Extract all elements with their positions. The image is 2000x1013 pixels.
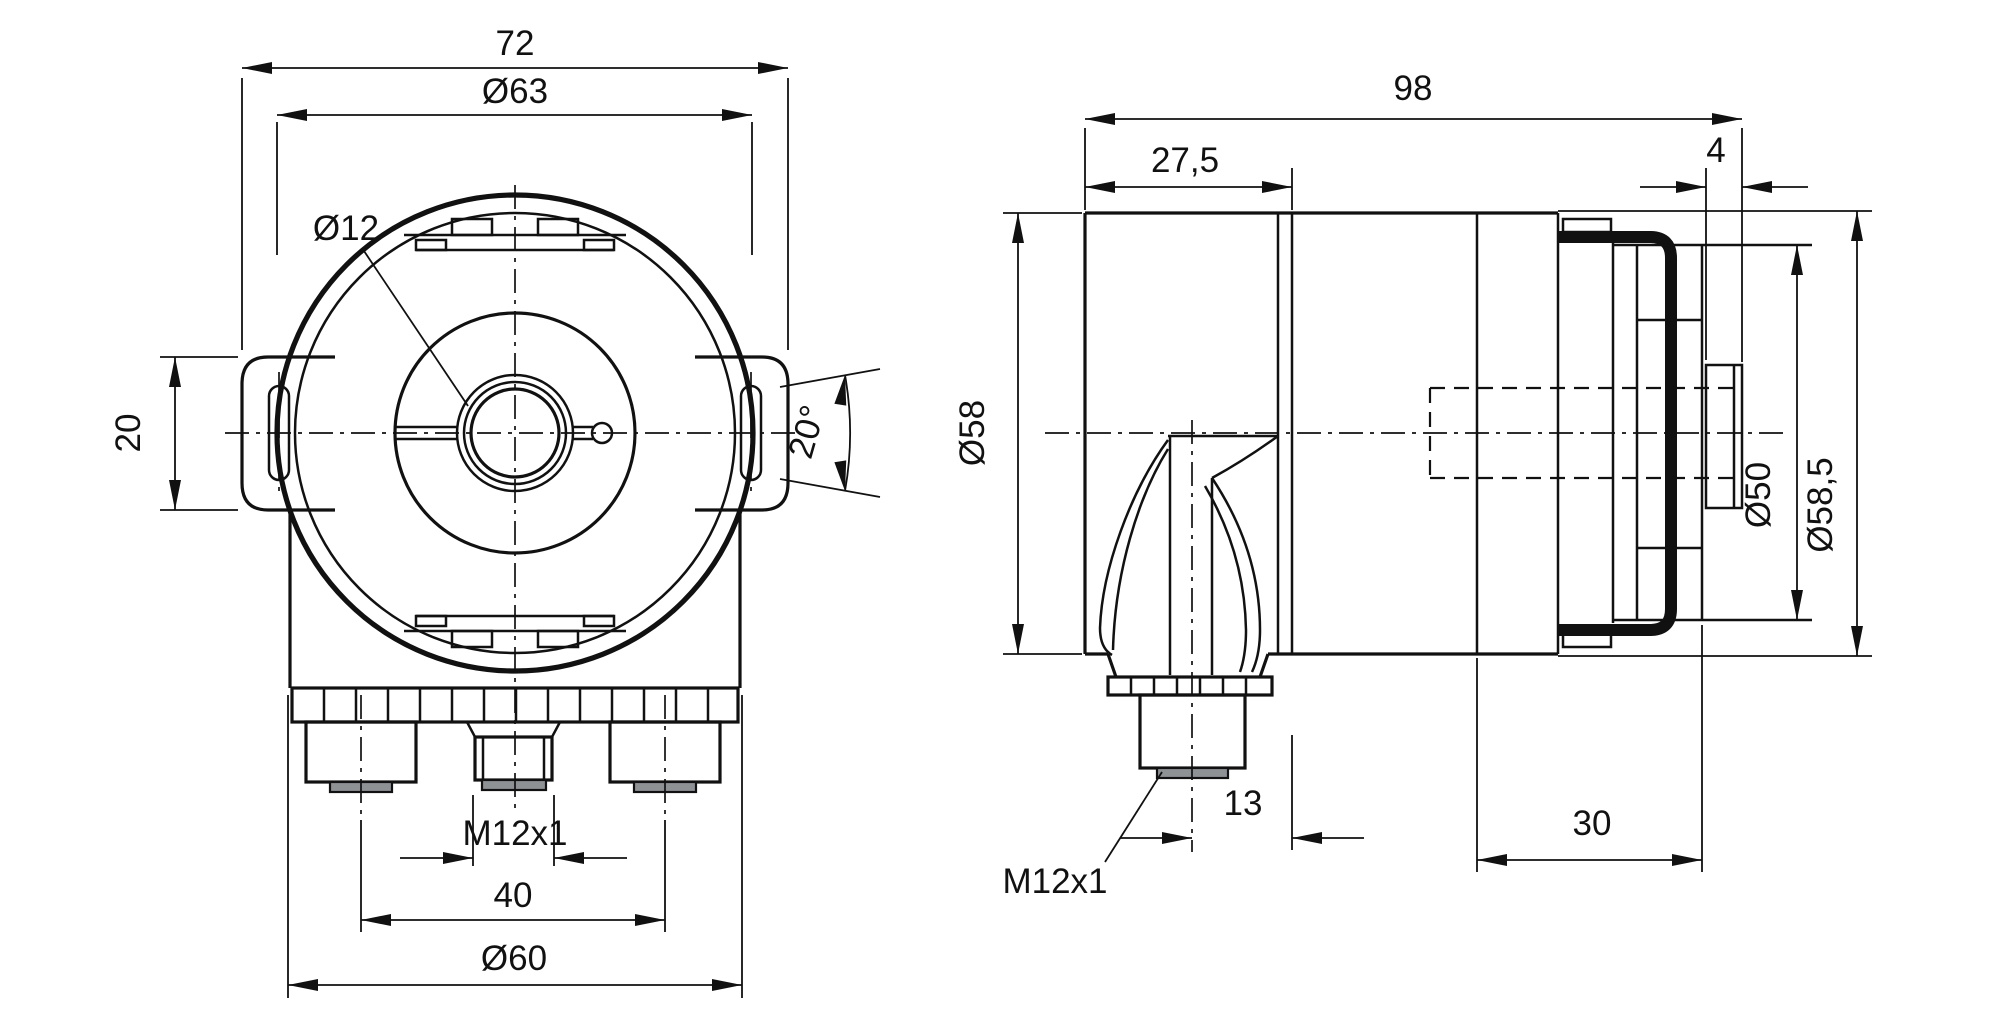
dim-connector-offset: 13 xyxy=(1224,784,1263,823)
side-clamp-bracket xyxy=(1558,231,1677,636)
front-face-circle xyxy=(393,311,637,555)
side-view: 98 27,5 4 Ø58 1 xyxy=(953,69,1872,901)
dim-flange-diameter: Ø63 xyxy=(482,72,548,111)
front-center-stub-tip xyxy=(480,778,548,792)
side-dimensions: 98 27,5 4 Ø58 1 xyxy=(953,69,1863,901)
dim-ring-width: 4 xyxy=(1706,131,1725,170)
dim-collar-diameter: Ø50 xyxy=(1739,462,1778,528)
dim-body-diameter: Ø58 xyxy=(953,400,992,466)
dim-bore-diameter: Ø12 xyxy=(313,209,379,248)
side-cable-gland xyxy=(1098,434,1279,675)
dim-overall-length: 98 xyxy=(1394,69,1433,108)
front-flange-circle xyxy=(274,192,756,674)
front-shaft-bore xyxy=(469,387,561,479)
dim-rear-length: 30 xyxy=(1573,804,1612,843)
dim-bottom-diameter: Ø60 xyxy=(481,939,547,978)
front-view: 72 Ø63 Ø12 20 20° xyxy=(109,24,881,998)
dim-overall-width: 72 xyxy=(496,24,535,63)
side-outline xyxy=(1083,210,1872,780)
dim-clamp-diameter: Ø58,5 xyxy=(1801,457,1840,552)
front-center-stub-neck xyxy=(464,720,563,739)
dim-connector-thread-front: M12x1 xyxy=(462,814,567,853)
dim-connector-thread-side: M12x1 xyxy=(1002,862,1107,901)
dim-ear-height: 20 xyxy=(109,414,148,453)
dim-connector-spacing: 40 xyxy=(494,876,533,915)
dim-front-length: 27,5 xyxy=(1151,141,1219,180)
side-connector-strip xyxy=(1106,675,1274,697)
front-center-stub-thread xyxy=(473,735,554,782)
side-centerlines xyxy=(1045,420,1790,852)
front-collet-ring-outer xyxy=(455,373,575,493)
front-centerlines xyxy=(225,185,800,815)
